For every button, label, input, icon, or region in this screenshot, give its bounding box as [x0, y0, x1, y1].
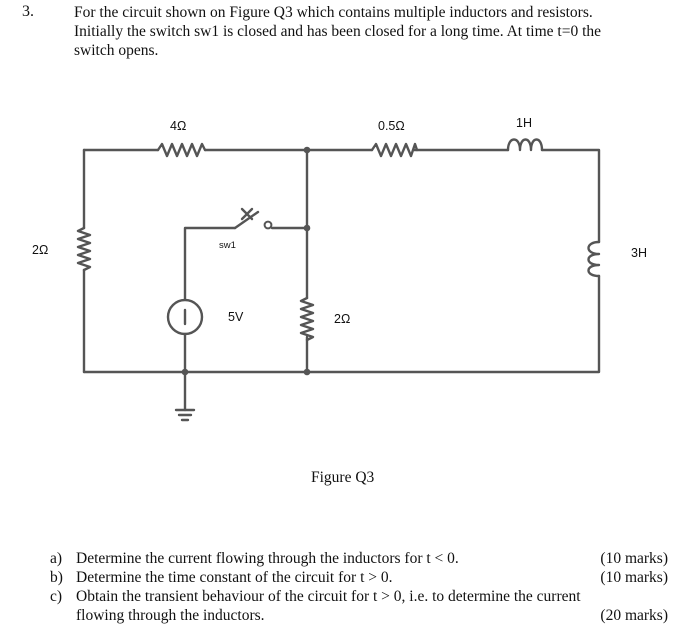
inductor-3h [587, 240, 601, 278]
label-source: 5V [228, 310, 244, 324]
wire-top [82, 148, 601, 244]
junction-switch-middle [303, 224, 311, 232]
resistor-4ohm [156, 142, 207, 158]
label-switch: sw1 [219, 240, 236, 251]
switch-mark [240, 207, 254, 221]
wire-right-lower [82, 274, 601, 374]
wire-switch-branch [183, 226, 309, 302]
question-intro: For the circuit shown on Figure Q3 which… [74, 3, 674, 60]
label-r-top-right: 0.5Ω [378, 119, 405, 133]
resistor-middle-2ohm [299, 296, 315, 342]
switch-blade [233, 210, 260, 230]
part-text: Obtain the transient behaviour of the ci… [76, 588, 581, 605]
part-c: c) Obtain the transient behaviour of the… [50, 587, 670, 606]
figure-caption: Figure Q3 [311, 469, 375, 486]
junction-bottom-middle [303, 368, 311, 376]
intro-line-3: switch opens. [74, 42, 159, 59]
part-letter: b) [50, 569, 63, 586]
part-letter: c) [50, 588, 63, 605]
label-l-top: 1H [516, 116, 532, 130]
part-c-continued: flowing through the inductors. (20 marks… [50, 606, 670, 625]
label-r-middle: 2Ω [334, 312, 350, 326]
question-parts: a) Determine the current flowing through… [50, 549, 670, 625]
switch-contact [263, 220, 273, 230]
part-marks: (10 marks) [600, 569, 668, 586]
part-marks: (10 marks) [600, 550, 668, 567]
part-letter: a) [50, 550, 63, 567]
intro-line-2: Initially the switch sw1 is closed and h… [74, 23, 602, 40]
label-l-right: 3H [631, 246, 647, 260]
label-r-left: 2Ω [32, 243, 48, 257]
label-r-top-left: 4Ω [170, 119, 186, 133]
junction-top-middle [303, 146, 311, 154]
part-a: a) Determine the current flowing through… [50, 549, 670, 568]
resistor-0.5ohm [370, 142, 419, 158]
inductor-1h [506, 138, 544, 152]
part-marks: (20 marks) [600, 607, 668, 624]
part-text: Determine the time constant of the circu… [76, 569, 393, 586]
resistor-left-2ohm [76, 226, 92, 272]
part-text: flowing through the inductors. [76, 607, 265, 624]
part-b: b) Determine the time constant of the ci… [50, 568, 670, 587]
ground-symbol [174, 408, 196, 422]
intro-line-1: For the circuit shown on Figure Q3 which… [74, 4, 593, 21]
part-text: Determine the current flowing through th… [76, 550, 459, 567]
junction-bottom-source [181, 368, 189, 376]
question-number: 3. [22, 3, 34, 20]
